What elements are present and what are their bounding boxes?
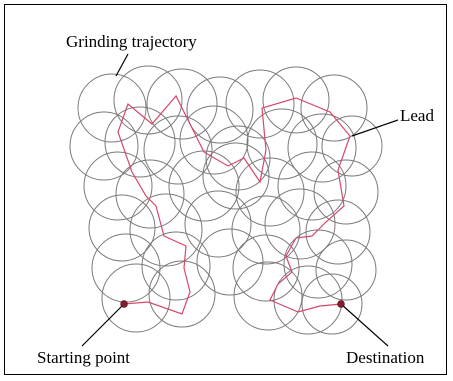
grinding-circle xyxy=(129,193,203,267)
grinding-circle xyxy=(184,190,252,258)
grinding-circle xyxy=(104,106,176,178)
grinding-circle xyxy=(202,142,270,210)
start-leader-line xyxy=(81,303,125,347)
start-marker-icon xyxy=(120,300,128,308)
grinding-circle xyxy=(141,231,211,301)
grinding-circle xyxy=(313,159,379,225)
grinding-circle xyxy=(277,151,347,221)
destination-label: Destination xyxy=(346,348,425,367)
grinding-circle xyxy=(77,73,147,143)
grinding-circle xyxy=(315,239,377,301)
grinding-circle xyxy=(300,74,368,142)
grinding-circle xyxy=(262,66,330,134)
grinding-circle xyxy=(301,273,363,335)
lead-leader-line xyxy=(351,119,399,137)
grinding-circle xyxy=(186,76,254,144)
starting-point-label: Starting point xyxy=(37,348,131,367)
grinding-trajectory-label: Grinding trajectory xyxy=(66,32,197,51)
figure-frame xyxy=(4,4,447,375)
grinding-circle xyxy=(235,157,305,227)
grinding-circle xyxy=(146,68,218,140)
lead-label: Lead xyxy=(400,106,434,125)
leader-lines xyxy=(81,53,399,347)
grinding-circles xyxy=(69,65,383,335)
grinding-circle xyxy=(69,111,139,181)
grinding-circle xyxy=(115,159,185,229)
grinding-circle xyxy=(225,69,295,139)
grinding-circle xyxy=(233,261,303,331)
grinding-circle xyxy=(321,115,383,177)
grinding-circle xyxy=(273,265,343,335)
grinding-circle xyxy=(246,108,318,180)
grinding-circle xyxy=(143,115,213,185)
grinding-circle xyxy=(232,234,300,302)
grinding-circle xyxy=(231,195,301,265)
grinding-circle xyxy=(179,105,249,175)
grinding-circle xyxy=(196,228,264,296)
grinding-circle xyxy=(264,188,336,260)
grinding-circle xyxy=(287,113,357,183)
grinding-leader-line xyxy=(115,53,129,77)
grinding-circle xyxy=(101,263,171,333)
lead-path xyxy=(117,94,351,315)
grinding-circle xyxy=(88,194,156,262)
destination-marker-icon xyxy=(337,300,345,308)
destination-leader-line xyxy=(340,303,389,347)
grinding-circle xyxy=(83,151,153,221)
grinding-circle xyxy=(148,260,216,328)
grinding-circle xyxy=(168,150,240,222)
